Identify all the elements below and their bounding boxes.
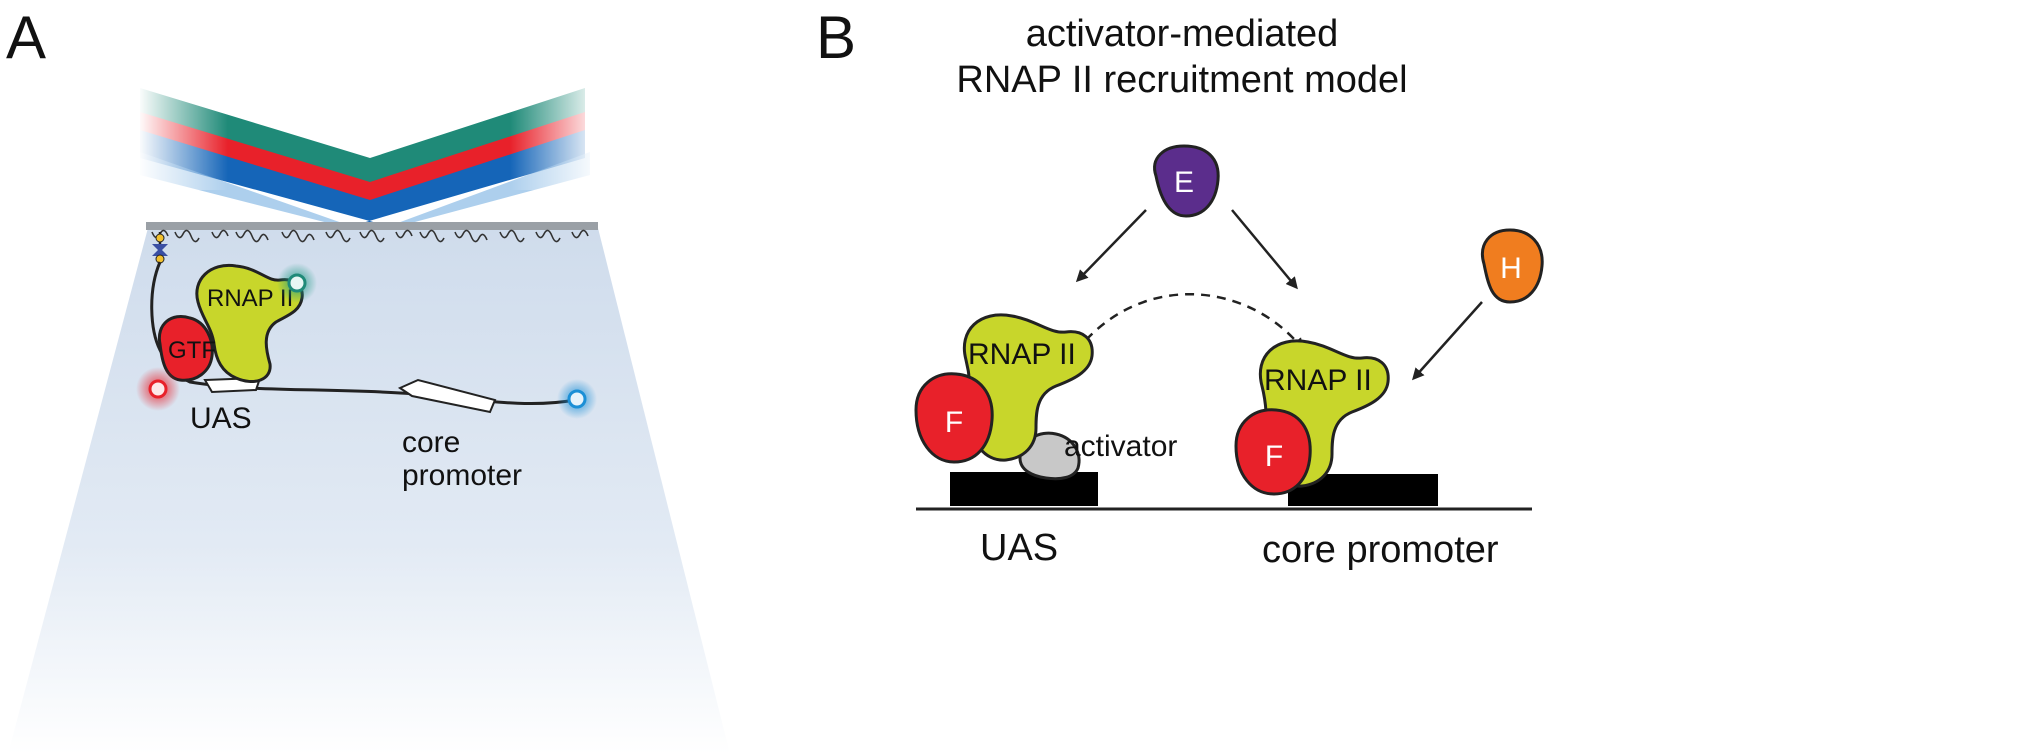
core-promoter-box — [397, 378, 497, 414]
arrow-e-to-uas — [1075, 209, 1147, 283]
panel-b-title-line2: RNAP II recruitment model — [956, 59, 1407, 101]
panel-b-letter: B — [816, 4, 856, 71]
streptavidin-icon — [152, 244, 168, 256]
panel-a-letter: A — [6, 4, 46, 71]
fluorophore-blue-icon — [567, 389, 587, 409]
panel-a: A — [6, 4, 730, 754]
factor-h-blob — [1481, 228, 1544, 304]
rnap-ii-left-label: RNAP II — [968, 338, 1076, 371]
factor-e-blob — [1153, 144, 1220, 218]
fluorophore-green-icon — [287, 273, 307, 293]
uas-block — [950, 472, 1098, 506]
arrow-h-to-core — [1411, 301, 1483, 381]
core-label-a-line2: promoter — [402, 459, 522, 492]
activator-blob — [1018, 431, 1081, 481]
surface-polymers — [151, 229, 589, 243]
panel-b-title-line1: activator-mediated — [1026, 13, 1339, 55]
factor-f-left-label: F — [945, 406, 963, 439]
factor-f-left-blob — [914, 372, 994, 464]
uas-label-a: UAS — [190, 402, 252, 435]
core-label-a-line1: core — [402, 426, 460, 459]
arrow-dashed-transfer — [1085, 292, 1304, 351]
factor-f-right-label: F — [1265, 440, 1283, 473]
factor-h-label: H — [1500, 252, 1522, 285]
rnap-ii-blob — [195, 263, 304, 383]
excitation-beams — [138, 80, 600, 228]
core-promoter-label-b: core promoter — [1262, 529, 1499, 571]
tether-anchor — [152, 232, 168, 264]
gtf-label: GTF — [168, 337, 216, 364]
beam-blue — [140, 130, 585, 228]
activator-label: activator — [1064, 430, 1177, 463]
arrow-e-to-core — [1231, 209, 1298, 290]
panel-b: B activator-mediated RNAP II recruitment… — [816, 4, 1544, 571]
uas-label-b: UAS — [980, 527, 1058, 569]
rnap-ii-right-label: RNAP II — [1264, 364, 1372, 397]
beam-red — [140, 112, 585, 202]
imaging-field — [8, 228, 730, 754]
fluorophore-red-icon — [148, 379, 168, 399]
beam-blue-fade — [140, 152, 590, 226]
beam-green — [140, 88, 585, 188]
factor-e-label: E — [1174, 166, 1194, 199]
factor-f-right-blob — [1234, 408, 1312, 496]
glass-surface — [146, 222, 598, 230]
